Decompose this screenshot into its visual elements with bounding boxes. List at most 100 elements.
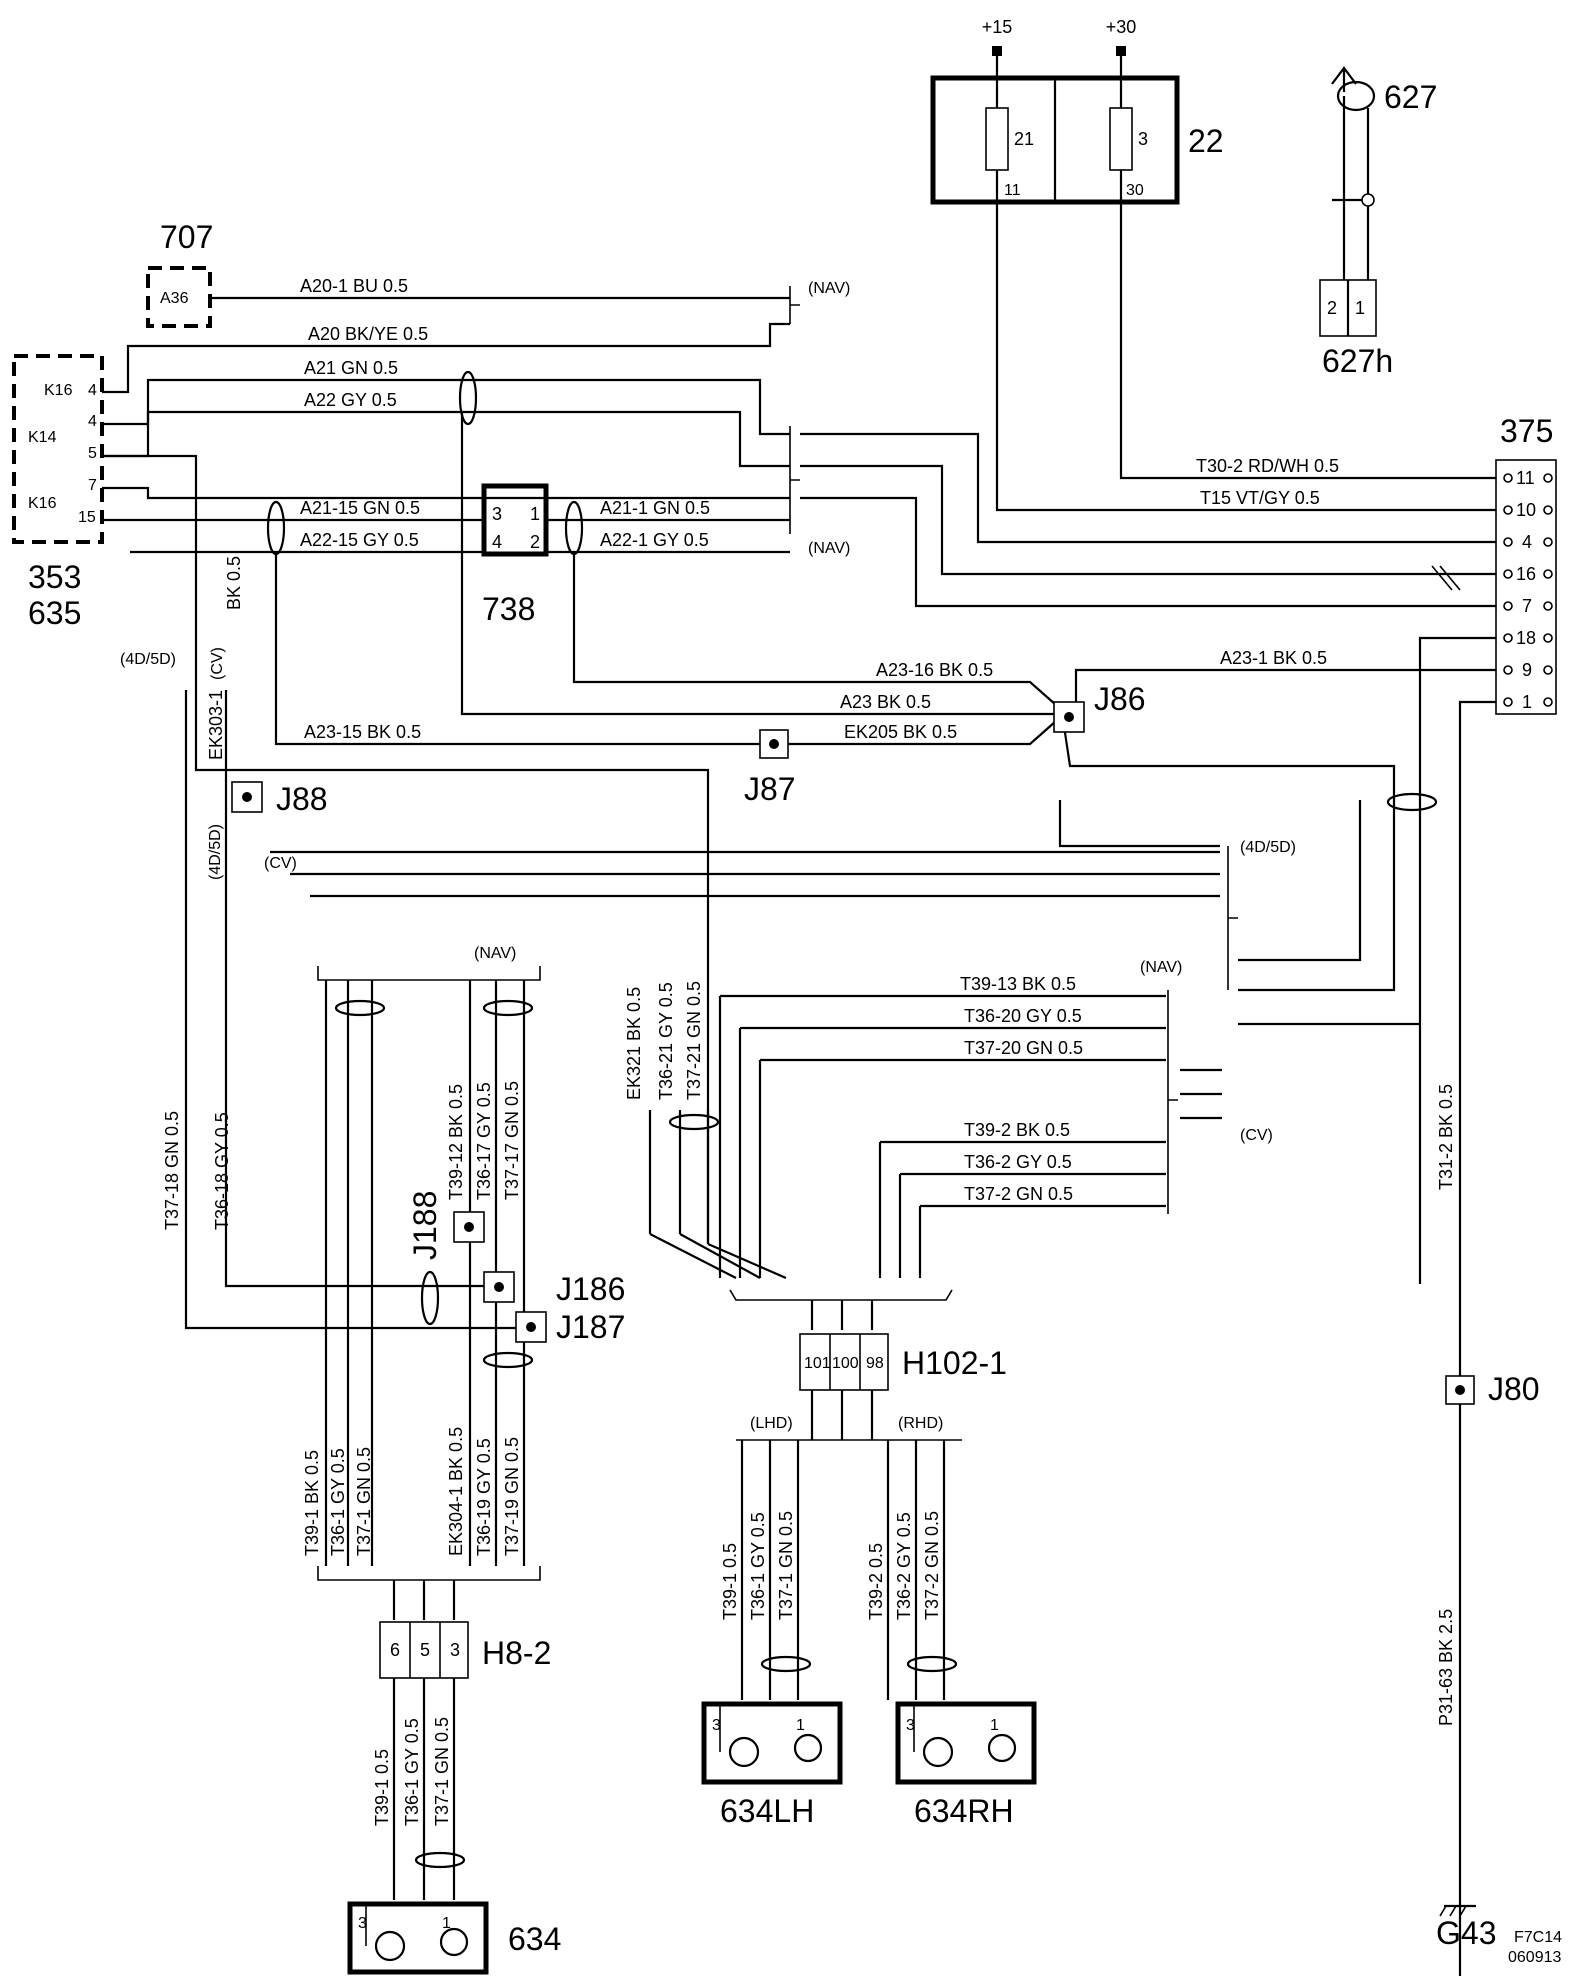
pin-h102-100: 100 bbox=[832, 1355, 859, 1372]
wire-t39-1-label: T39-1 BK 0.5 bbox=[302, 1450, 322, 1556]
connector-375-pins: 11 10 4 16 7 18 9 1 bbox=[1503, 468, 1553, 712]
wire-t37-1c-label: T37-1 GN 0.5 bbox=[432, 1717, 452, 1826]
component-h102-1-label: H102-1 bbox=[902, 1345, 1007, 1381]
pin-k14-4: 4 bbox=[88, 413, 97, 430]
pin-k16-a: K16 bbox=[44, 382, 73, 399]
pin-k14-5: 5 bbox=[88, 445, 97, 462]
component-22-label: 22 bbox=[1188, 123, 1224, 159]
wire-t37-17-label: T37-17 GN 0.5 bbox=[502, 1081, 522, 1200]
component-634lh-label: 634LH bbox=[720, 1793, 814, 1829]
wire-t37-1-label: T37-1 GN 0.5 bbox=[354, 1447, 374, 1556]
option-4d5d-3: (4D/5D) bbox=[1240, 839, 1296, 856]
pin-634rh-3: 3 bbox=[906, 1717, 915, 1734]
wire-t36-18-label: T36-18 GY 0.5 bbox=[212, 1112, 232, 1230]
pin-k16-b: K16 bbox=[28, 495, 57, 512]
supply-30-label: +30 bbox=[1106, 17, 1137, 37]
junction-J187 bbox=[515, 1311, 547, 1343]
component-738-label: 738 bbox=[482, 591, 535, 627]
lhd-rhd-branches bbox=[736, 1390, 962, 1700]
connector-h102-1 bbox=[799, 1333, 889, 1391]
middle-wires bbox=[102, 412, 1496, 1976]
wire-a23-1-label: A23-1 BK 0.5 bbox=[1220, 648, 1327, 668]
junction-J88 bbox=[231, 781, 263, 813]
pin-375-1: 1 bbox=[1522, 692, 1532, 712]
wire-a20-label: A20 BK/YE 0.5 bbox=[308, 324, 428, 344]
wire-t36-1-label: T36-1 GY 0.5 bbox=[328, 1448, 348, 1556]
footer-date: 060913 bbox=[1508, 1949, 1561, 1966]
pin-h8-5: 5 bbox=[420, 1640, 430, 1660]
wire-ek321-label: EK321 BK 0.5 bbox=[624, 987, 644, 1100]
pin-h102-98: 98 bbox=[866, 1355, 884, 1372]
wire-ek303-1-label: EK303-1 bbox=[206, 690, 226, 760]
component-707-label: 707 bbox=[160, 219, 213, 255]
wire-a23-15-label: A23-15 BK 0.5 bbox=[304, 722, 421, 742]
pin-375-7: 7 bbox=[1522, 596, 1532, 616]
fuse-box-22 bbox=[930, 46, 1180, 205]
component-375-label: 375 bbox=[1500, 413, 1553, 449]
wire-a22-label: A22 GY 0.5 bbox=[304, 390, 397, 410]
option-4d5d-1: (4D/5D) bbox=[120, 651, 176, 668]
wire-t37-19-label: T37-19 GN 0.5 bbox=[502, 1437, 522, 1556]
wire-t37-18-label: T37-18 GN 0.5 bbox=[162, 1111, 182, 1230]
wire-t36-20-label: T36-20 GY 0.5 bbox=[964, 1006, 1082, 1026]
pin-738-2: 2 bbox=[530, 532, 540, 552]
sensor-634 bbox=[347, 1901, 489, 1975]
connector-353-box bbox=[12, 354, 104, 544]
component-635-label: 635 bbox=[28, 595, 81, 631]
option-nav-1: (NAV) bbox=[808, 280, 850, 297]
pin-h8-3: 3 bbox=[450, 1640, 460, 1660]
junction-J188 bbox=[453, 1211, 485, 1243]
footer-code: F7C14 bbox=[1514, 1929, 1562, 1946]
antenna-627 bbox=[1319, 66, 1377, 337]
option-cv-1: (CV) bbox=[209, 647, 226, 680]
pin-k16-4: 4 bbox=[88, 382, 97, 399]
wire-a22-1-label: A22-1 GY 0.5 bbox=[600, 530, 709, 550]
junction-J86-label: J86 bbox=[1094, 681, 1146, 717]
wire-t37-1b-label: T37-1 GN 0.5 bbox=[776, 1511, 796, 1620]
pin-375-18: 18 bbox=[1516, 628, 1536, 648]
sensor-634rh bbox=[895, 1701, 1037, 1785]
component-634-label: 634 bbox=[508, 1921, 561, 1957]
option-cv-2: (CV) bbox=[264, 855, 297, 872]
fuse-pin-30: 30 bbox=[1126, 182, 1144, 199]
right-bundles bbox=[270, 800, 1420, 1214]
wire-t37-2b-label: T37-2 GN 0.5 bbox=[922, 1511, 942, 1620]
wire-a21-label: A21 GN 0.5 bbox=[304, 358, 398, 378]
pin-634lh-1: 1 bbox=[796, 1717, 805, 1734]
wire-t36-21-label: T36-21 GY 0.5 bbox=[656, 982, 676, 1100]
pin-375-16: 16 bbox=[1516, 564, 1536, 584]
wire-t36-17-label: T36-17 GY 0.5 bbox=[474, 1082, 494, 1200]
connector-707-pin-A36: A36 bbox=[160, 290, 189, 307]
component-634rh-label: 634RH bbox=[914, 1793, 1014, 1829]
wire-t36-1c-label: T36-1 GY 0.5 bbox=[402, 1718, 422, 1826]
wire-a21-15-label: A21-15 GN 0.5 bbox=[300, 498, 420, 518]
wire-t36-2b-label: T36-2 GY 0.5 bbox=[894, 1512, 914, 1620]
wire-t36-2-label: T36-2 GY 0.5 bbox=[964, 1152, 1072, 1172]
pin-h8-6: 6 bbox=[390, 1640, 400, 1660]
component-g43-label: G43 bbox=[1436, 1915, 1496, 1951]
pin-375-4: 4 bbox=[1522, 532, 1532, 552]
wire-t30-2-label: T30-2 RD/WH 0.5 bbox=[1196, 456, 1339, 476]
option-nav-4: (NAV) bbox=[474, 945, 516, 962]
wire-a23-16-label: A23-16 BK 0.5 bbox=[876, 660, 993, 680]
pin-738-4: 4 bbox=[492, 532, 502, 552]
pin-h102-101: 101 bbox=[804, 1355, 831, 1372]
option-nav-2: (NAV) bbox=[808, 540, 850, 557]
option-4d5d-2: (4D/5D) bbox=[207, 824, 224, 880]
wire-t31-2-label: T31-2 BK 0.5 bbox=[1436, 1084, 1456, 1190]
wire-a20-1-label: A20-1 BU 0.5 bbox=[300, 276, 408, 296]
wire-t39-12-label: T39-12 BK 0.5 bbox=[446, 1084, 466, 1200]
supply-15-label: +15 bbox=[982, 17, 1013, 37]
junction-J88-label: J88 bbox=[276, 781, 328, 817]
wire-t39-2b-label: T39-2 0.5 bbox=[866, 1543, 886, 1620]
wire-t39-1b-label: T39-1 0.5 bbox=[720, 1543, 740, 1620]
ground-symbol bbox=[1439, 1904, 1476, 1917]
wire-a23-label: A23 BK 0.5 bbox=[840, 692, 931, 712]
connector-707-box bbox=[146, 266, 212, 328]
option-rhd: (RHD) bbox=[898, 1415, 943, 1432]
wire-bk05-label: BK 0.5 bbox=[224, 556, 244, 610]
junction-J86 bbox=[1053, 701, 1085, 733]
component-627-label: 627 bbox=[1384, 79, 1437, 115]
pin-634-3: 3 bbox=[358, 1915, 367, 1932]
